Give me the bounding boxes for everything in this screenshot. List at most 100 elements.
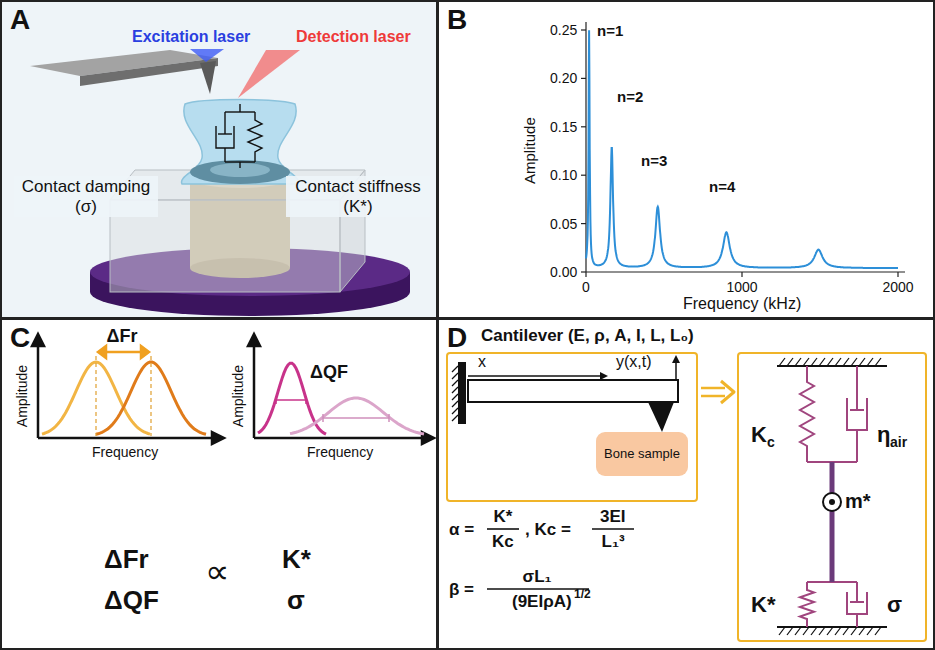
panel-c-sketch-part-part	[253, 344, 256, 438]
panel-d-art-part-part	[851, 358, 857, 366]
panel-d-art-part-part	[487, 588, 589, 590]
panel-b-chart-part	[741, 272, 742, 277]
double-arrow-connector	[701, 381, 734, 403]
panel-letter: D	[447, 322, 467, 354]
shift-label: ΔFr	[107, 326, 138, 347]
panel-a-art-part	[182, 100, 299, 185]
panel-a-art-part-part	[224, 112, 225, 134]
panel-d-art-part-part	[777, 365, 887, 367]
panel-a-art	[0, 0, 437, 318]
panel-d-art-part-part	[835, 627, 841, 635]
equation-term: 3EI	[600, 507, 626, 527]
mode-label: n=3	[641, 152, 667, 169]
panel-d-art-part-part	[875, 627, 881, 635]
axis-title: Frequency (kHz)	[683, 295, 801, 313]
formula-term: ΔFr	[104, 545, 149, 575]
panel-a-art-part-part	[248, 112, 262, 162]
panel-b-chart-part	[581, 223, 586, 224]
panel-c-sketch	[32, 334, 434, 444]
symbol-label: K*	[751, 592, 775, 617]
equation-term: Kc	[492, 532, 514, 552]
tick-label: 0.15	[550, 119, 577, 135]
panel-c-sketch-part	[32, 334, 434, 444]
panel-letter: B	[447, 4, 467, 36]
panel-c-sketch-part-part	[275, 396, 277, 404]
panel-a-art-part	[200, 61, 216, 94]
panel-d-art-part-part	[803, 627, 809, 635]
formula-term: ΔQF	[104, 586, 159, 616]
panel-letter: C	[10, 322, 30, 354]
panel-b-chart-part	[585, 272, 586, 277]
tick-label: 2000	[883, 279, 914, 295]
panel-d-art-part-part	[787, 358, 793, 366]
equation-term: σL₁	[523, 567, 552, 587]
panel-b-chart-part	[585, 22, 586, 272]
panel-c-sketch-part-part	[248, 334, 260, 346]
panel-c-sketch-part-part	[104, 351, 143, 354]
panel-d-art-part	[829, 499, 835, 505]
panel-a-art-part-part	[216, 126, 234, 148]
equation-term: α =	[449, 520, 474, 540]
panel-d-art-part-part	[875, 358, 881, 366]
panel-d-art-part	[777, 366, 887, 627]
panel-box: AExcitation laserDetection laserContact …	[0, 0, 438, 319]
panel-d-art-part	[779, 358, 881, 635]
formula-term: σ	[287, 586, 305, 616]
panel-c-sketch-part-part	[322, 414, 324, 422]
sample-label: Bone sample	[604, 447, 680, 462]
symbol-label: K	[751, 422, 767, 447]
panel-d-art-part	[468, 380, 678, 402]
panel-c-sketch-part-part	[276, 399, 306, 401]
panel-d-art-part-part	[856, 614, 858, 627]
panel-d-art-part-part	[787, 627, 793, 635]
mode-label: n=4	[709, 178, 735, 195]
panel-d-art-part	[648, 402, 674, 432]
axis-title: Frequency	[307, 444, 373, 460]
panel-c-sketch-part-part	[323, 417, 389, 419]
tick-label: 0.00	[550, 264, 577, 280]
panel-a-art-part-part	[239, 162, 240, 168]
formula-term: K*	[282, 545, 311, 575]
model-box: Kcηairm*K*σ	[737, 352, 927, 642]
panel-d-art-part	[452, 366, 458, 421]
axis-title: Frequency	[92, 444, 158, 460]
equation-term: (9EIρA)	[512, 592, 572, 612]
panel-d-art-part-part	[592, 528, 634, 530]
panel-d-art-part-part	[487, 528, 519, 530]
panel-box: Bone samplexy(x,t)Kcηairm*K*σDCantilever…	[437, 318, 935, 650]
panel-c-sketch-part-part	[32, 334, 44, 346]
exponent: 1/2	[574, 588, 591, 602]
panel-box: CΔFrAmplitudeFrequencyAmplitudeFrequency…	[0, 318, 438, 650]
panel-d-art-part-part	[779, 627, 785, 635]
panel-b-chart-part	[581, 271, 586, 272]
panel-b-chart-part	[581, 126, 586, 127]
panel-c-sketch-part-part	[141, 346, 149, 358]
panel-a-art-part-part	[239, 104, 240, 112]
subscript: c	[767, 434, 775, 450]
axis-label: x	[478, 353, 486, 371]
axis-title: Amplitude	[14, 365, 30, 427]
panel-d-art-part-part	[827, 627, 833, 635]
panel-d-art-part-part	[452, 373, 458, 379]
panel-c-sketch-part	[290, 398, 424, 434]
panel-a-art-part	[190, 49, 224, 62]
panel-c-sketch-part-part	[305, 396, 307, 404]
tick-label: 0.25	[550, 22, 577, 38]
panel-d-art-part	[468, 375, 600, 377]
panel-d-art-part-part	[835, 358, 841, 366]
panel-a-art-part-part	[225, 111, 255, 112]
cantilever-box: Bone samplexy(x,t)	[446, 352, 698, 502]
panel-c-sketch-part-part	[38, 437, 214, 440]
panel-a-art-part	[238, 50, 300, 98]
symbol-label: σ	[887, 592, 902, 617]
panel-a-art-part	[0, 0, 437, 318]
panel-b-chart-part	[581, 175, 586, 176]
axis-title: Amplitude	[230, 365, 246, 427]
panel-d-art-part	[830, 462, 835, 582]
equation-term: K*	[494, 507, 513, 527]
panel-d-art-part-part	[452, 408, 458, 414]
symbol-label: η	[877, 422, 890, 447]
double-arrow-connector-part	[701, 395, 725, 398]
equation-term: β =	[449, 580, 474, 600]
equation-term: L₁³	[602, 532, 625, 552]
